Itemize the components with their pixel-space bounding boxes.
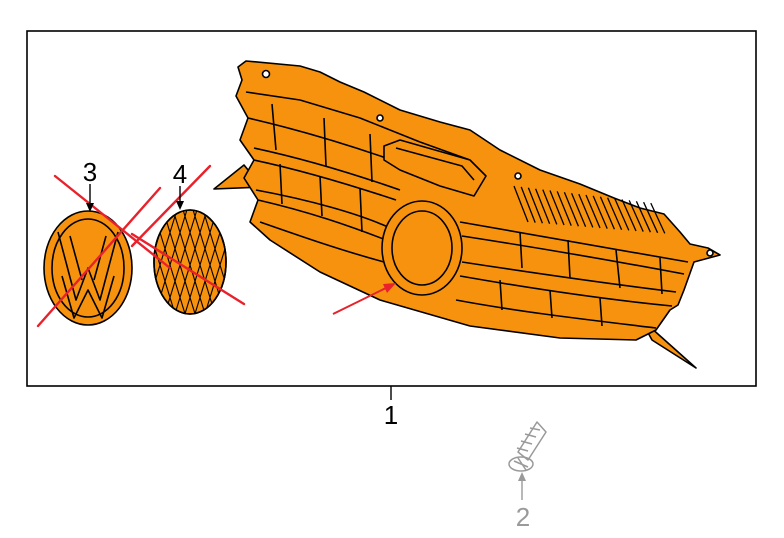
vent-slot bbox=[585, 194, 601, 229]
vent-slot bbox=[599, 196, 615, 230]
mesh-line bbox=[199, 210, 226, 314]
callout-3: 3 bbox=[83, 157, 97, 187]
leader-arrow-3 bbox=[86, 203, 94, 212]
vent-slot bbox=[635, 201, 651, 233]
vent-slot bbox=[513, 185, 529, 223]
tapping-screw-icon[interactable] bbox=[508, 421, 547, 472]
vent-slot bbox=[527, 187, 544, 224]
vent-slot bbox=[542, 189, 558, 225]
leader-arrow-2 bbox=[518, 472, 526, 481]
vent-slot bbox=[607, 197, 623, 231]
vent-slot bbox=[534, 188, 551, 225]
vent-slot bbox=[650, 202, 666, 234]
callout-4: 4 bbox=[173, 159, 187, 189]
cross-out-part-3-a bbox=[53, 174, 172, 270]
grille-icon[interactable] bbox=[213, 60, 721, 369]
vent-slot bbox=[571, 192, 587, 228]
cross-out-marks bbox=[36, 164, 246, 328]
vent-slot bbox=[563, 192, 580, 227]
vent-slot bbox=[614, 198, 630, 231]
vent-slot bbox=[556, 191, 572, 226]
cross-out-part-3-b bbox=[36, 186, 162, 328]
vent-slot bbox=[592, 195, 608, 229]
vent-slot bbox=[549, 190, 565, 226]
vent-slot bbox=[628, 200, 644, 232]
mesh-line bbox=[169, 210, 211, 314]
cross-out-part-4-b bbox=[130, 232, 246, 306]
vent-slot bbox=[520, 186, 536, 223]
vent-slot bbox=[621, 199, 637, 232]
pointer-arrow bbox=[332, 283, 396, 315]
leader-arrow-4 bbox=[176, 201, 184, 210]
vent-slot bbox=[643, 201, 659, 234]
vent-slot bbox=[578, 193, 594, 228]
cross-out-part-4-a bbox=[130, 164, 212, 248]
callout-2: 2 bbox=[516, 502, 530, 532]
callout-1: 1 bbox=[384, 400, 398, 430]
